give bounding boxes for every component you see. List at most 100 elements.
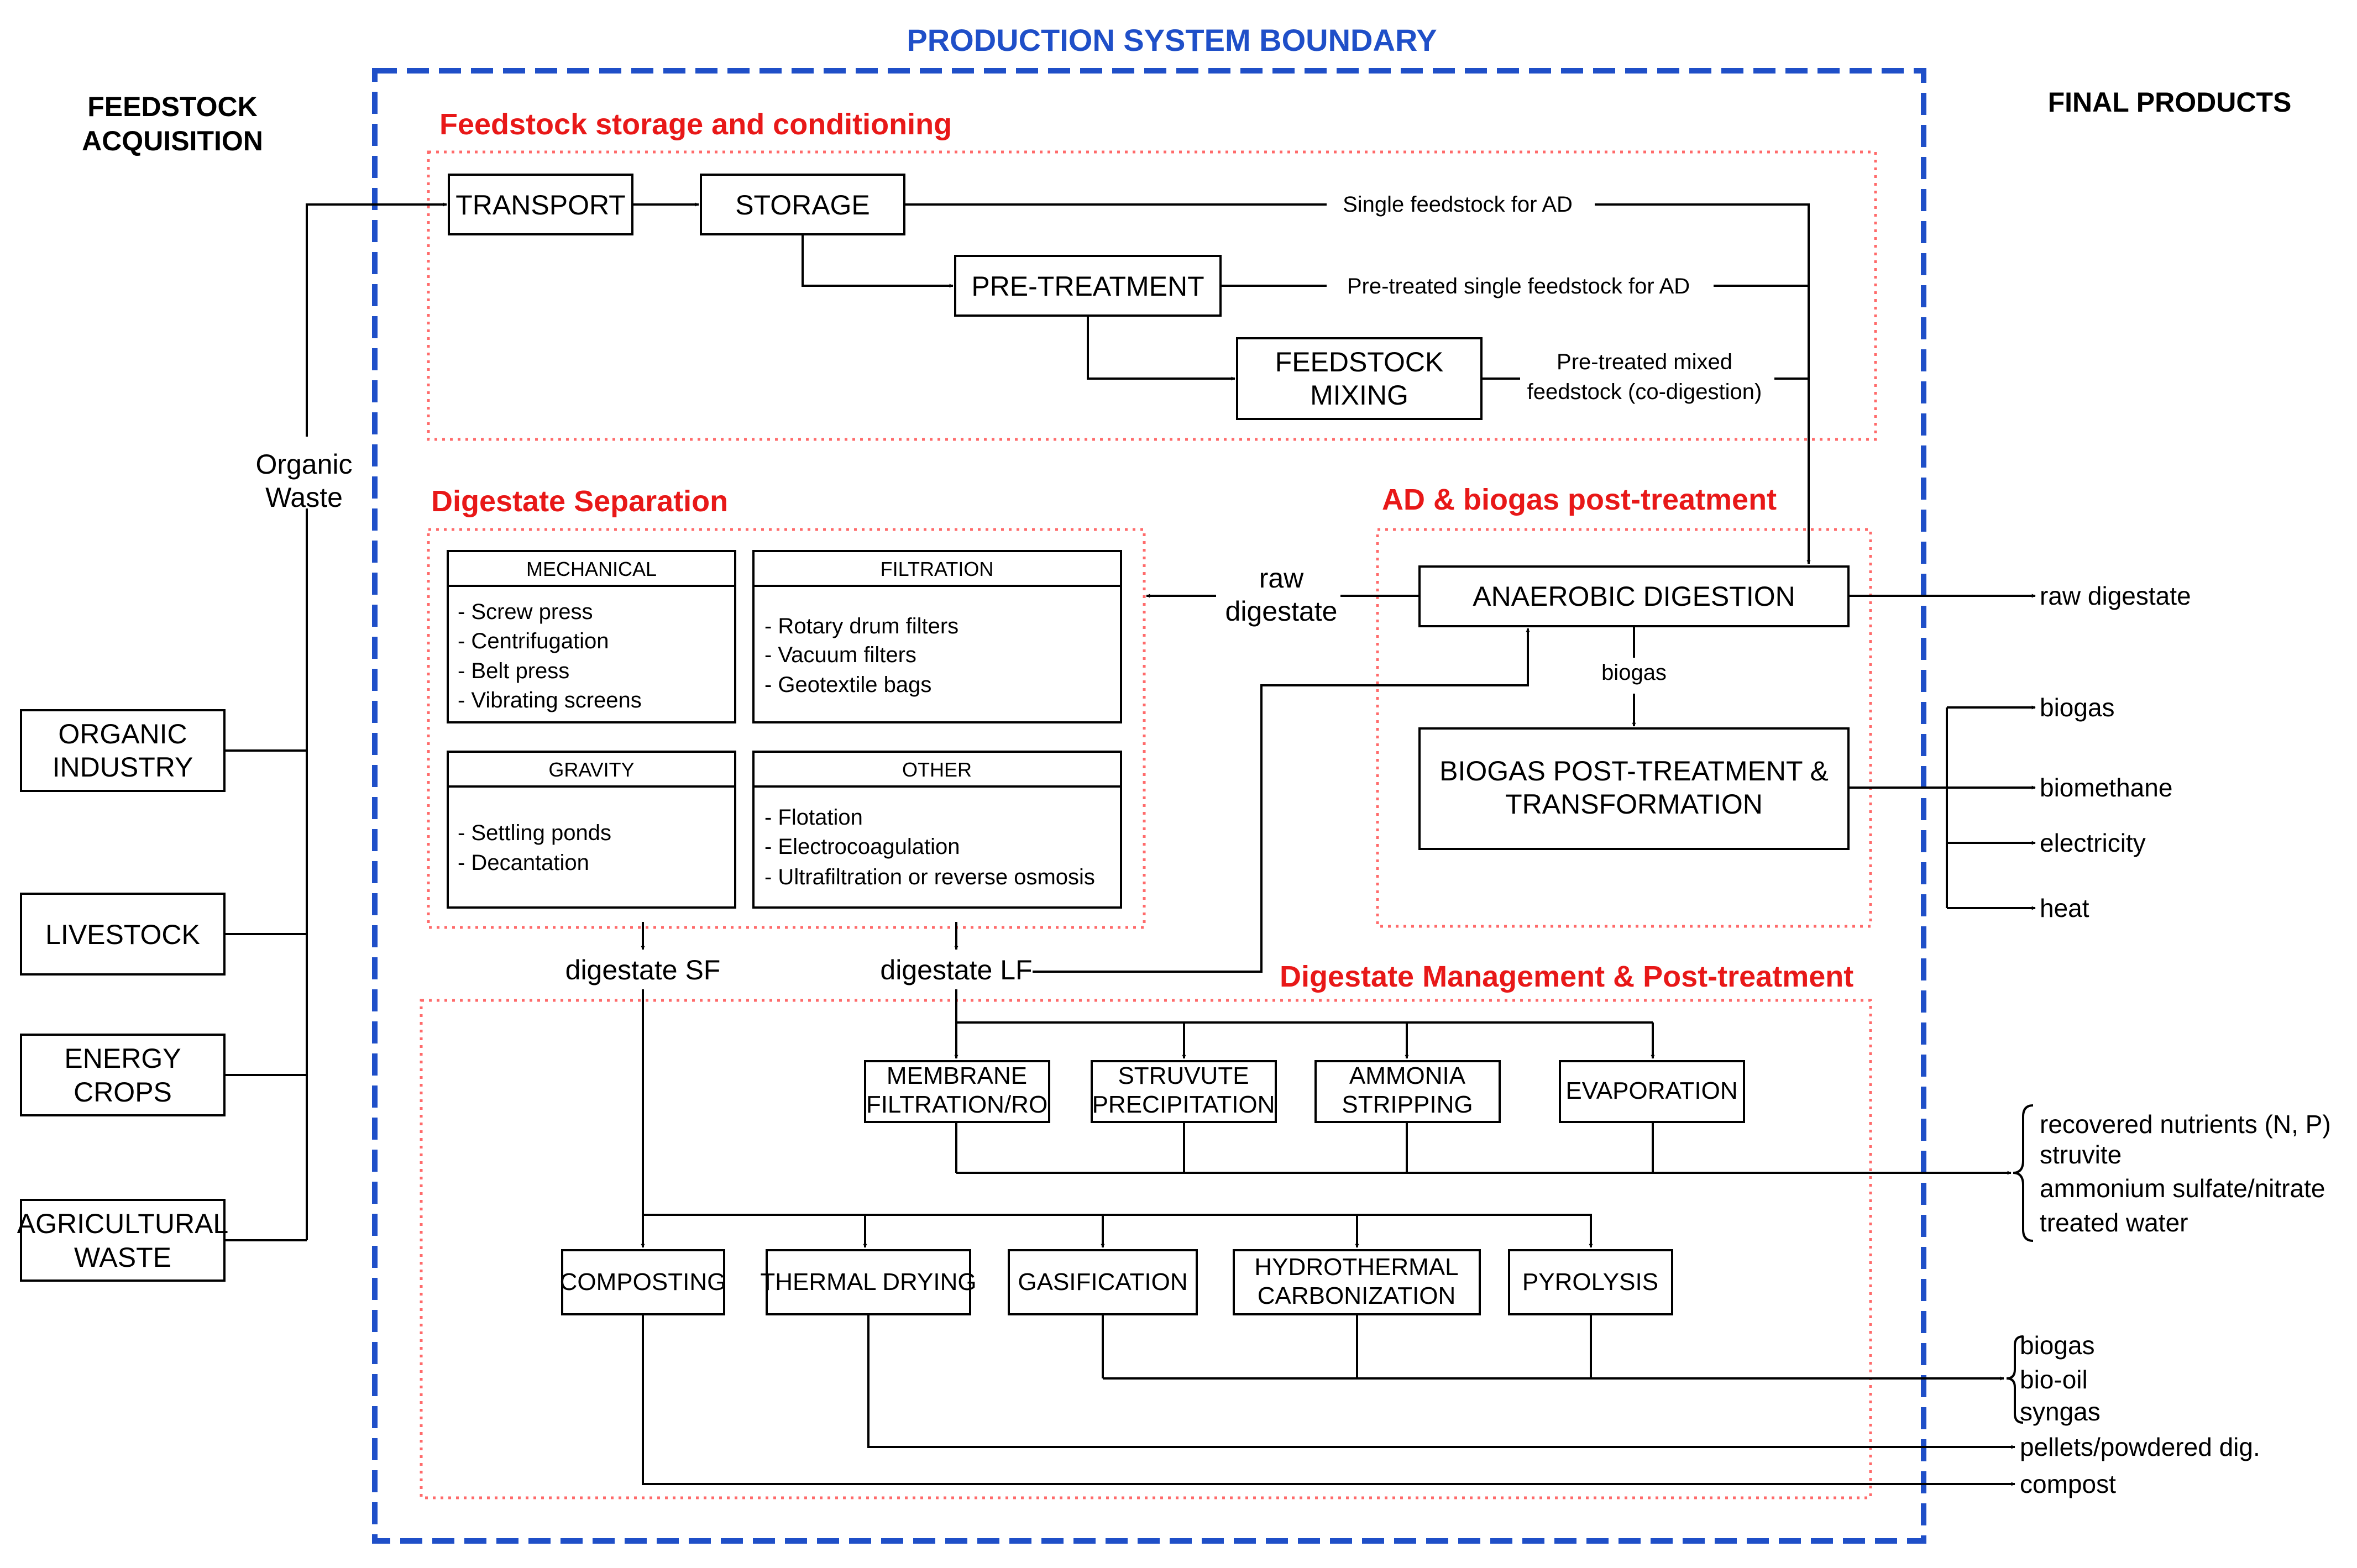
organic-industry-label-line2: INDUSTRY bbox=[53, 752, 193, 783]
htc-box bbox=[1233, 1249, 1481, 1315]
anaerobic-digestion-label: ANAEROBIC DIGESTION bbox=[1473, 581, 1795, 612]
panel-item: - Flotation bbox=[764, 805, 863, 830]
nutrient-products-brace bbox=[2013, 1104, 2034, 1242]
biogas-post-treatment-box bbox=[1418, 727, 1850, 850]
raw-digestate-flow-label-line2: digestate bbox=[1225, 596, 1338, 627]
raw-digestate-flow-label: raw bbox=[1259, 563, 1304, 594]
storage-label: STORAGE bbox=[735, 190, 870, 221]
pretreated-mixed-label-line2: feedstock (co-digestion) bbox=[1527, 380, 1762, 404]
panel-header: OTHER bbox=[902, 758, 972, 781]
evaporation-label: EVAPORATION bbox=[1565, 1077, 1737, 1104]
pretreated-mixed-label: Pre-treated mixed bbox=[1557, 350, 1732, 374]
panel-item: - Electrocoagulation bbox=[764, 835, 960, 859]
gasification-box bbox=[1008, 1249, 1198, 1315]
thermochemical-product: biogas bbox=[2020, 1331, 2095, 1360]
storage-section-title: Feedstock storage and conditioning bbox=[439, 108, 952, 141]
panel-item: - Geotextile bags bbox=[764, 673, 931, 697]
separation-panel-other: OTHER - Flotation - Electrocoagulation -… bbox=[752, 751, 1122, 909]
management-section-border bbox=[420, 999, 1872, 1499]
pretreatment-box bbox=[954, 255, 1222, 317]
thermochemical-collector-line bbox=[1102, 1314, 2004, 1378]
ad-section-title: AD & biogas post-treatment bbox=[1382, 483, 1777, 516]
nutrient-product: treated water bbox=[2040, 1208, 2188, 1237]
digestate-lf-label: digestate LF bbox=[880, 955, 1032, 985]
anaerobic-digestion-box bbox=[1418, 565, 1850, 627]
pretreatment-to-mixing-arrow bbox=[1087, 316, 1235, 381]
raw-digestate-product: raw digestate bbox=[2040, 581, 2191, 610]
ammonia-stripping-box bbox=[1314, 1060, 1501, 1123]
panel-header: FILTRATION bbox=[881, 558, 994, 580]
composting-label: COMPOSTING bbox=[560, 1268, 726, 1296]
thermochemical-product: bio-oil bbox=[2020, 1365, 2088, 1394]
panel-item: - Rotary drum filters bbox=[764, 614, 958, 638]
nutrient-product: recovered nutrients (N, P) bbox=[2040, 1110, 2331, 1139]
composting-box bbox=[561, 1249, 725, 1315]
feedstock-acquisition-title: FEEDSTOCK bbox=[87, 91, 257, 122]
energy-product-biogas: biogas bbox=[2040, 693, 2115, 722]
nutrient-product: struvite bbox=[2040, 1140, 2122, 1169]
agricultural-waste-label: AGRICULTURAL bbox=[17, 1208, 228, 1239]
panel-header: GRAVITY bbox=[548, 758, 634, 781]
ammonia-stripping-label: AMMONIA bbox=[1349, 1062, 1466, 1089]
organic-waste-label: Organic bbox=[255, 449, 352, 480]
energy-product-electricity: electricity bbox=[2040, 828, 2146, 857]
biogas-flow-label: biogas bbox=[1601, 660, 1667, 685]
thermal-drying-label: THERMAL DRYING bbox=[760, 1268, 976, 1296]
pellets-output-arrow bbox=[867, 1314, 2015, 1449]
thermochemical-products-brace bbox=[2006, 1335, 2024, 1424]
struvite-precipitation-box bbox=[1091, 1060, 1277, 1123]
panel-item: - Decantation bbox=[458, 851, 589, 875]
panel-item: - Settling ponds bbox=[458, 821, 611, 845]
biogas-post-treatment-label-line2: TRANSFORMATION bbox=[1505, 789, 1763, 820]
panel-item: - Centrifugation bbox=[458, 629, 609, 653]
feedstock-mixing-label: FEEDSTOCK bbox=[1275, 347, 1444, 377]
separation-section-border bbox=[427, 528, 1146, 929]
transport-label: TRANSPORT bbox=[455, 190, 625, 221]
livestock-label: LIVESTOCK bbox=[45, 919, 200, 950]
membrane-filtration-box bbox=[864, 1060, 1050, 1123]
energy-crops-label-line2: CROPS bbox=[74, 1077, 172, 1108]
source-collector-line-upper bbox=[306, 202, 447, 437]
feedstock-mixing-label-line2: MIXING bbox=[1310, 380, 1408, 411]
separation-panel-mechanical: MECHANICAL - Screw press - Centrifugatio… bbox=[447, 550, 736, 723]
htc-label: HYDROTHERMAL bbox=[1254, 1254, 1458, 1281]
panel-item: - Screw press bbox=[458, 600, 593, 624]
storage-to-pretreatment-arrow bbox=[802, 234, 954, 288]
panel-item: - Vibrating screens bbox=[458, 688, 642, 712]
panel-item: - Vacuum filters bbox=[764, 643, 916, 667]
ad-section-border bbox=[1376, 528, 1872, 928]
feedstock-acquisition-title-line2: ACQUISITION bbox=[82, 125, 263, 156]
organic-waste-label-line2: Waste bbox=[265, 482, 343, 513]
thermal-drying-box bbox=[766, 1249, 971, 1315]
pyrolysis-label: PYROLYSIS bbox=[1522, 1268, 1658, 1296]
energy-product-biomethane: biomethane bbox=[2040, 773, 2172, 802]
separation-section-title: Digestate Separation bbox=[431, 485, 728, 518]
nutrient-collector-line bbox=[955, 1122, 2011, 1173]
single-feedstock-label: Single feedstock for AD bbox=[1343, 192, 1573, 217]
energy-product-heat: heat bbox=[2040, 894, 2089, 922]
energy-crops-box bbox=[20, 1034, 226, 1116]
management-section-title: Digestate Management & Post-treatment bbox=[1280, 960, 1853, 993]
agricultural-waste-label-line2: WASTE bbox=[74, 1242, 171, 1273]
source-collector-line bbox=[224, 508, 308, 1241]
membrane-filtration-label: MEMBRANE bbox=[887, 1062, 1027, 1089]
organic-industry-label: ORGANIC bbox=[58, 719, 187, 749]
thermochemical-product: syngas bbox=[2020, 1397, 2101, 1426]
production-system-boundary bbox=[372, 68, 1926, 1544]
evaporation-box bbox=[1559, 1060, 1745, 1123]
struvite-precipitation-label-line2: PRECIPITATION bbox=[1092, 1091, 1275, 1118]
digestate-sf-label: digestate SF bbox=[565, 955, 721, 985]
separation-panel-gravity: GRAVITY - Settling ponds - Decantation bbox=[447, 751, 736, 909]
boundary-title: PRODUCTION SYSTEM BOUNDARY bbox=[907, 23, 1437, 57]
nutrient-product: ammonium sulfate/nitrate bbox=[2040, 1174, 2325, 1203]
livestock-box bbox=[20, 893, 226, 976]
htc-label-line2: CARBONIZATION bbox=[1258, 1282, 1456, 1309]
gasification-label: GASIFICATION bbox=[1018, 1268, 1187, 1296]
lf-recirculation-arrow bbox=[1033, 628, 1530, 973]
compost-product: compost bbox=[2020, 1470, 2116, 1498]
agricultural-waste-box bbox=[20, 1199, 226, 1282]
panel-item: - Belt press bbox=[458, 659, 569, 683]
pretreatment-label: PRE-TREATMENT bbox=[971, 271, 1204, 302]
membrane-filtration-label-line2: FILTRATION/RO bbox=[866, 1091, 1047, 1118]
